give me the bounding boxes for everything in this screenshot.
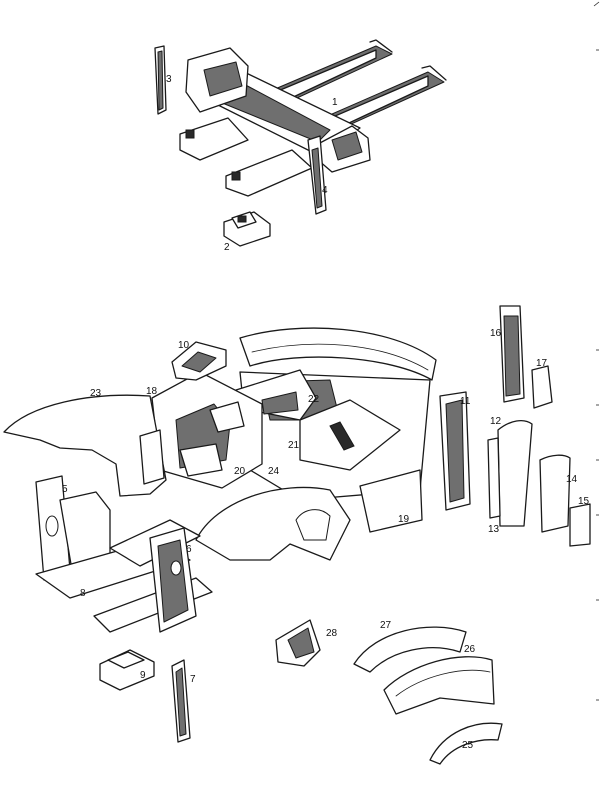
callout-20: 20	[234, 466, 246, 477]
part-23-front-wing	[3, 394, 167, 497]
part-6-right-pillar	[149, 527, 197, 633]
callout-5: 5	[62, 484, 68, 495]
callout-11: 11	[460, 396, 471, 407]
callout-6: 6	[186, 544, 192, 555]
callout-1: 1	[332, 97, 338, 108]
callout-13: 13	[488, 524, 500, 535]
part-25-arch-strip	[429, 722, 503, 765]
callout-8: 8	[80, 588, 86, 599]
callout-23: 23	[90, 388, 102, 399]
callout-4: 4	[322, 185, 328, 196]
part-24-inner-wheel-arch	[195, 486, 351, 561]
part-28-bracket	[275, 619, 321, 667]
part-10-upper-bracket	[171, 341, 227, 381]
part-20-heater-plate	[179, 443, 223, 477]
callout-12: 12	[490, 416, 502, 427]
part-17-small-bracket	[531, 365, 553, 409]
callout-2: 2	[224, 242, 230, 253]
callout-27: 27	[380, 620, 392, 631]
callout-28: 28	[326, 628, 338, 639]
part-12-curved-panel	[497, 419, 533, 527]
callout-21: 21	[288, 440, 300, 451]
callout-14: 14	[566, 474, 578, 485]
part-2-mounting-block	[223, 211, 271, 247]
callout-18: 18	[146, 386, 158, 397]
part-26-rear-arch-panel	[383, 656, 495, 715]
callout-17: 17	[536, 358, 548, 369]
part-27-rear-arch	[353, 626, 467, 673]
callout-25: 25	[462, 740, 474, 751]
part-5-left-pillar	[35, 475, 111, 581]
part-18-firewall	[151, 371, 263, 489]
callout-26: 26	[464, 644, 476, 655]
part-15-small-plate	[569, 503, 591, 547]
callout-15: 15	[578, 496, 590, 507]
part-11-pillar-panel	[439, 391, 471, 511]
part-13-thin-strip	[487, 437, 501, 519]
callout-16: 16	[490, 328, 502, 339]
part-3-vertical-strip	[154, 45, 167, 115]
part-14-curved-panel	[539, 454, 571, 533]
part-16-tall-pillar	[499, 305, 525, 403]
callout-3: 3	[166, 74, 172, 85]
part-9-mounting-plate	[99, 649, 155, 691]
callout-24: 24	[268, 466, 280, 477]
callout-19: 19	[398, 514, 410, 525]
callout-7: 7	[190, 674, 196, 685]
callout-9: 9	[140, 670, 146, 681]
page-edge-marks	[593, 1, 600, 701]
callout-10: 10	[178, 340, 190, 351]
part-4-vertical-post	[307, 135, 327, 215]
part-7-vertical-post	[171, 659, 191, 743]
callout-labels: 1 2 3 4 5 6 7 8 9 10 11 12 13 14 15 16 1…	[62, 74, 590, 751]
callout-22: 22	[308, 394, 320, 405]
part-19-rear-deck-tub	[239, 327, 437, 533]
part-1-front-frame-rails	[179, 39, 447, 197]
